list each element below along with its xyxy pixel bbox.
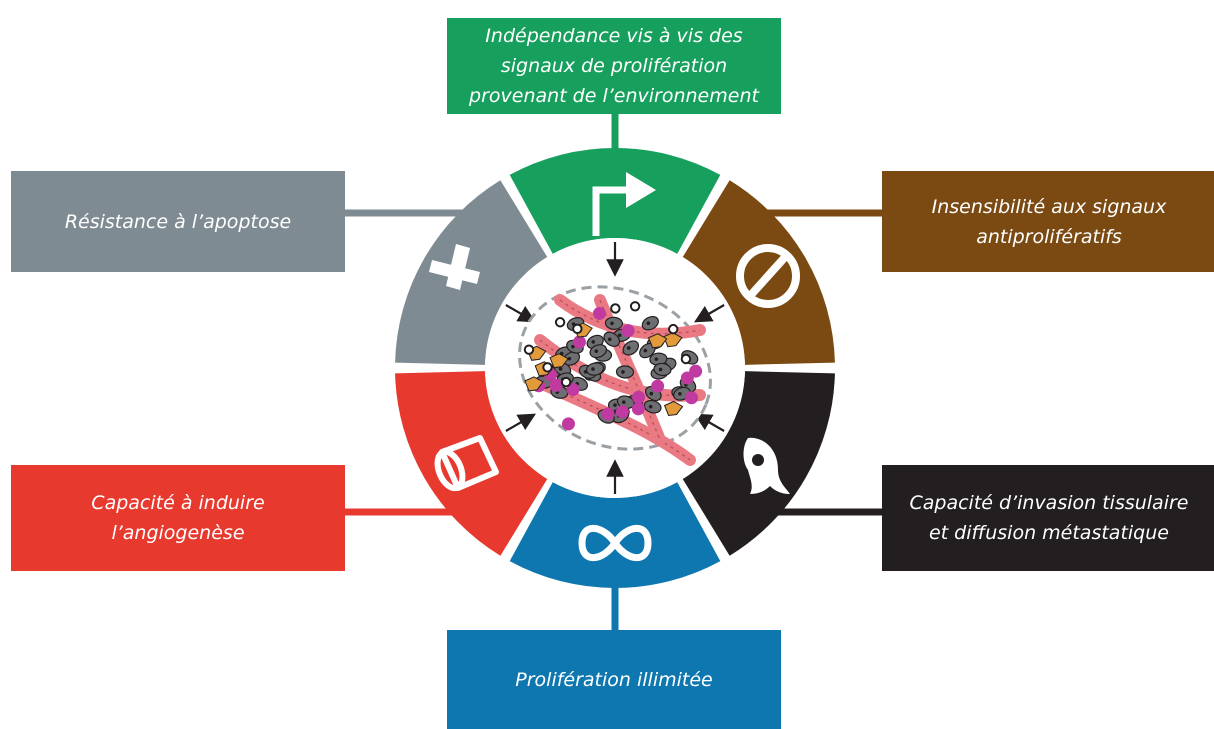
tumor-cell-nucleus <box>591 367 595 371</box>
tumor-cell <box>643 399 662 414</box>
hallmark-box-apoptosis-resistance: Résistance à l’apoptose <box>11 171 345 272</box>
hallmark-box-angiogenesis: Capacité à induire l’angiogenèse <box>11 465 345 571</box>
tumor-cell-nucleus <box>607 337 612 342</box>
stromal-cell <box>523 344 535 355</box>
segment-growth-signals <box>509 148 721 254</box>
hallmark-label-line: Indépendance vis à vis des <box>485 25 743 47</box>
tumor-cell-nucleus <box>658 367 663 372</box>
immune-cell <box>615 405 629 419</box>
hallmark-label-line: l’angiogenèse <box>111 522 245 544</box>
immune-cell <box>566 383 580 397</box>
hallmark-label-line: Résistance à l’apoptose <box>64 210 292 233</box>
tumor-cell-nucleus <box>649 391 654 396</box>
hallmark-label-line: Capacité à induire <box>91 492 265 514</box>
segment-angiogenesis <box>395 371 548 556</box>
tumor-cell-nucleus <box>621 370 625 374</box>
tumor-cell <box>604 316 624 330</box>
tumor-cell-nucleus <box>591 340 596 344</box>
hallmark-label-line: et diffusion métastatique <box>929 522 1169 544</box>
tumor-cell-nucleus <box>648 404 653 409</box>
tumor-cell <box>615 365 635 379</box>
tumor-cell-nucleus <box>621 400 626 404</box>
infinity-icon <box>578 524 652 562</box>
immune-cell <box>651 379 665 393</box>
tumor-cell <box>589 344 608 359</box>
tumor-cell-nucleus <box>678 391 682 396</box>
immune-cell <box>592 306 606 320</box>
stromal-cell <box>554 317 566 328</box>
stromal-cell <box>572 323 583 335</box>
immune-cell <box>561 417 575 431</box>
tumor-cell-nucleus <box>646 321 651 326</box>
blood-vessel-cells <box>599 299 661 441</box>
segment-antigrowth <box>682 180 835 365</box>
inward-arrow <box>693 413 725 432</box>
inward-arrow <box>505 413 537 432</box>
inward-arrows <box>505 242 725 494</box>
immune-cell <box>680 371 694 385</box>
growth-arrow-icon <box>592 172 656 236</box>
hallmark-label-line: signaux de prolifération <box>500 55 728 77</box>
stromal-cell <box>542 362 553 373</box>
stromal-cell <box>680 353 692 365</box>
invasive-cell-icon <box>743 437 790 494</box>
hallmark-box-limitless-replication: Prolifération illimitée <box>447 630 781 729</box>
tumor-microenvironment-illustration <box>518 285 712 466</box>
hallmark-label-line: Prolifération illimitée <box>515 668 713 691</box>
tumor-cell <box>653 362 672 377</box>
hallmark-box-invasion-metastasis: Capacité d’invasion tissulaire et diffus… <box>882 465 1214 571</box>
hallmark-label-line: Capacité d’invasion tissulaire <box>909 492 1189 514</box>
tumor-cell-nucleus <box>617 333 622 338</box>
fibroblast <box>549 353 569 369</box>
immune-cell <box>632 390 646 404</box>
fibroblast <box>524 376 544 392</box>
tumor-cell-nucleus <box>567 356 572 361</box>
inward-arrow <box>505 304 537 323</box>
stromal-cell <box>668 323 679 335</box>
tumor-cell-nucleus <box>626 346 631 350</box>
stromal-cell <box>629 301 641 312</box>
segment-replication <box>509 482 721 588</box>
tumor-cell-nucleus <box>571 344 575 349</box>
blood-vessel-icon <box>434 435 499 492</box>
tumor-cell <box>641 315 659 331</box>
hallmark-label-line: provenant de l’environnement <box>469 85 759 107</box>
hallmark-label-line: antiprolifératifs <box>976 225 1122 248</box>
tumor-cell-nucleus <box>613 403 617 407</box>
immune-cell <box>572 335 586 349</box>
tumor-cell <box>585 362 605 376</box>
tumor-cell <box>603 331 621 347</box>
hallmark-box-antigrowth-insensitivity: Insensibilité aux signaux antiproliférat… <box>882 171 1214 272</box>
tumor-cell-nucleus <box>610 321 614 326</box>
no-entry-icon <box>736 244 800 308</box>
hallmark-box-growth-signals: Indépendance vis à vis des signaux de pr… <box>447 18 781 114</box>
tumor-cell-nucleus <box>643 348 648 353</box>
tumor-cell-nucleus <box>558 367 563 371</box>
hallmark-label-line: Insensibilité aux signaux <box>931 195 1167 218</box>
immune-cell <box>685 391 699 405</box>
immune-cell <box>549 378 563 392</box>
stromal-cell <box>560 376 572 388</box>
fibroblast <box>648 333 668 349</box>
cross-icon <box>429 244 480 290</box>
inward-arrow <box>693 304 725 323</box>
tumor-cell <box>622 340 640 356</box>
immune-cell <box>601 407 615 421</box>
immune-cell <box>621 324 635 338</box>
stromal-cell <box>610 303 621 314</box>
tumor-cell-nucleus <box>654 357 659 361</box>
tumor-cell-nucleus <box>594 349 599 353</box>
fibroblast <box>663 400 684 417</box>
immune-cell <box>631 402 645 416</box>
